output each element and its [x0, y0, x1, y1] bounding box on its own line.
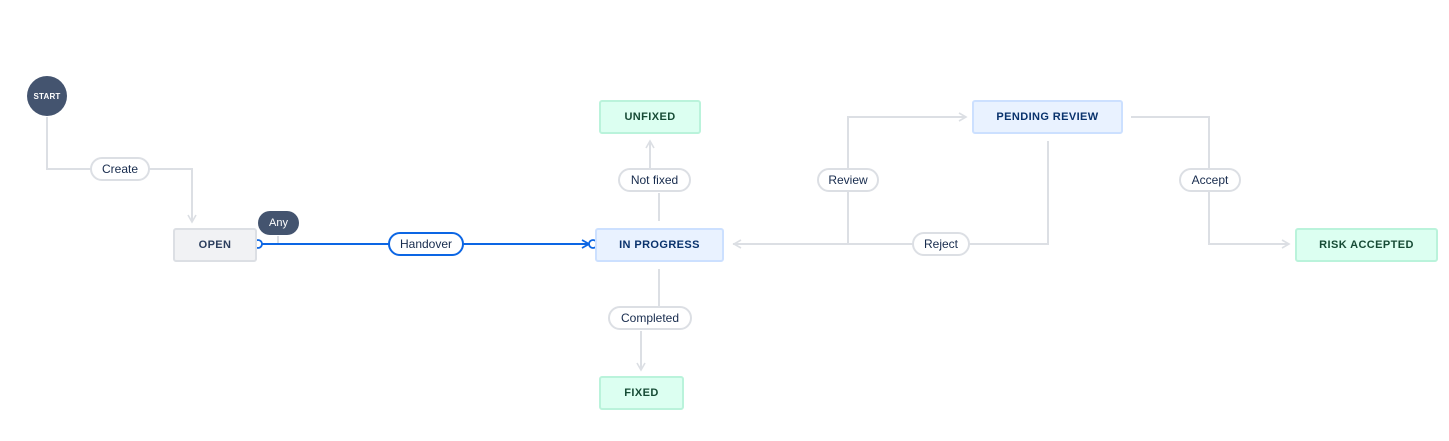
transition-handover[interactable]: Handover [388, 232, 464, 256]
transition-handover-label: Handover [399, 237, 453, 251]
status-in-progress[interactable]: IN PROGRESS [595, 228, 724, 262]
start-node[interactable]: START [27, 76, 67, 116]
transition-review-label: Review [828, 173, 868, 187]
transition-create-label: Create [101, 162, 139, 176]
status-unfixed[interactable]: UNFIXED [599, 100, 701, 134]
connector-completed[interactable] [641, 269, 660, 370]
transition-reject[interactable]: Reject [912, 232, 970, 256]
transition-completed[interactable]: Completed [608, 306, 692, 330]
status-risk-accepted[interactable]: RISK ACCEPTED [1295, 228, 1438, 262]
any-badge[interactable]: Any [258, 211, 299, 235]
status-pending-review[interactable]: PENDING REVIEW [972, 100, 1123, 134]
status-unfixed-label: UNFIXED [624, 111, 676, 123]
connector-not-fixed[interactable] [650, 141, 660, 221]
status-open-label: OPEN [198, 239, 232, 251]
transition-accept-label: Accept [1191, 173, 1229, 187]
transition-completed-label: Completed [620, 311, 680, 325]
transition-create[interactable]: Create [90, 157, 150, 181]
status-open[interactable]: OPEN [173, 228, 257, 262]
start-label: START [33, 91, 61, 101]
any-badge-label: Any [269, 217, 288, 229]
status-fixed[interactable]: FIXED [599, 376, 684, 410]
transition-accept[interactable]: Accept [1179, 168, 1241, 192]
status-risk-accepted-label: RISK ACCEPTED [1319, 239, 1414, 251]
transition-reject-label: Reject [923, 237, 958, 251]
transition-not-fixed[interactable]: Not fixed [618, 168, 691, 192]
connector-reject[interactable] [732, 141, 1049, 249]
status-pending-review-label: PENDING REVIEW [996, 111, 1099, 123]
status-fixed-label: FIXED [624, 387, 659, 399]
transition-not-fixed-label: Not fixed [630, 173, 679, 187]
transition-review[interactable]: Review [817, 168, 879, 192]
status-in-progress-label: IN PROGRESS [619, 239, 700, 251]
